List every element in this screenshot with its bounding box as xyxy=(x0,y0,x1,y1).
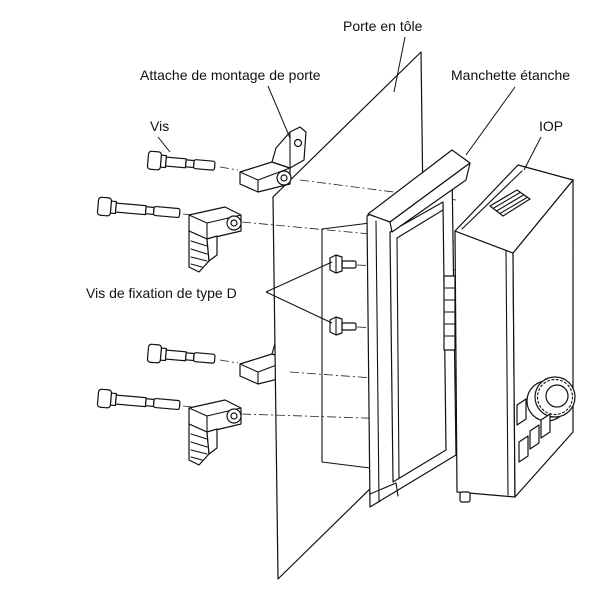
iop-button xyxy=(516,398,527,426)
screw-head xyxy=(146,150,163,171)
screw-1 xyxy=(146,150,216,171)
type-d-screw-lower xyxy=(329,316,357,336)
leader-sheet-door xyxy=(393,36,406,93)
alignment-line xyxy=(219,166,239,171)
knob-cap xyxy=(545,384,569,408)
iop-button xyxy=(518,435,529,463)
door-mounting-bracket-upper xyxy=(239,126,307,193)
clip-boss-hole xyxy=(230,219,238,227)
label-sheet-door: Porte en tôle xyxy=(343,18,423,34)
gasket-flange-edge xyxy=(375,220,380,503)
screw-thread xyxy=(152,397,181,411)
clip-side-plate xyxy=(206,235,218,262)
type-d-screw-stud xyxy=(341,322,357,331)
leader-lines xyxy=(157,36,542,324)
bracket-arm-ridge xyxy=(239,167,291,193)
iop-foot xyxy=(459,491,471,503)
gasket-latch-ridges xyxy=(444,287,456,337)
label-type-d-screw: Vis de fixation de type D xyxy=(86,285,237,301)
clip-comb-teeth xyxy=(190,433,208,461)
screw-shank xyxy=(164,349,187,362)
gasket-side-latch xyxy=(443,275,456,351)
screw-3 xyxy=(146,343,216,364)
screw-head xyxy=(146,343,163,364)
screw-head xyxy=(96,196,113,217)
bracket-boss-hole xyxy=(280,174,288,182)
screw-thread xyxy=(152,205,181,219)
door-mounting-clip-upper xyxy=(188,206,242,273)
type-d-screw-upper xyxy=(329,254,357,274)
alignment-line xyxy=(241,221,457,243)
door-cutout xyxy=(321,222,371,469)
label-screw: Vis xyxy=(150,118,169,134)
leader-type-d-upper xyxy=(265,261,333,293)
clip-comb-teeth xyxy=(190,240,208,268)
leader-door-bracket xyxy=(267,85,291,139)
label-gasket: Manchette étanche xyxy=(451,67,570,83)
bracket-plate xyxy=(271,126,307,169)
type-d-screw-stud xyxy=(341,260,357,269)
screw-neck xyxy=(144,398,155,407)
iop-button xyxy=(529,424,540,450)
screw-shank xyxy=(114,202,147,216)
waterproof-gasket xyxy=(366,149,471,508)
leader-type-d-lower xyxy=(265,291,333,324)
alignment-line xyxy=(182,405,193,408)
bracket-hole xyxy=(293,138,303,148)
alignment-line xyxy=(219,359,239,364)
screw-thread xyxy=(192,159,216,171)
gasket-lip-front xyxy=(389,162,471,233)
label-door-bracket: Attache de montage de porte xyxy=(140,67,321,83)
label-iop: IOP xyxy=(539,118,563,134)
gasket-opening xyxy=(389,201,447,483)
screw-4 xyxy=(96,388,181,411)
iop-vent-slots xyxy=(492,191,528,215)
screw-shank xyxy=(164,156,187,169)
screw-shank xyxy=(114,394,147,408)
gasket-bottom-lip xyxy=(369,482,399,497)
screw-neck xyxy=(184,352,195,362)
leader-gasket xyxy=(465,86,516,156)
door-mounting-clip-lower xyxy=(188,399,242,466)
screw-head xyxy=(96,388,113,409)
screw-neck xyxy=(144,206,155,215)
knob-grip-ridges xyxy=(536,378,574,416)
screw-thread xyxy=(192,352,216,364)
screw-2 xyxy=(96,196,181,219)
clip-side-plate xyxy=(206,428,218,455)
leader-screw xyxy=(157,136,171,153)
iop-unit xyxy=(454,164,576,503)
clip-boss-hole xyxy=(230,412,238,420)
iop-button xyxy=(540,413,551,439)
leader-iop xyxy=(523,136,542,171)
screw-neck xyxy=(184,159,195,169)
gasket-opening-depth xyxy=(396,209,444,479)
iop-edge-bevel xyxy=(461,170,523,496)
